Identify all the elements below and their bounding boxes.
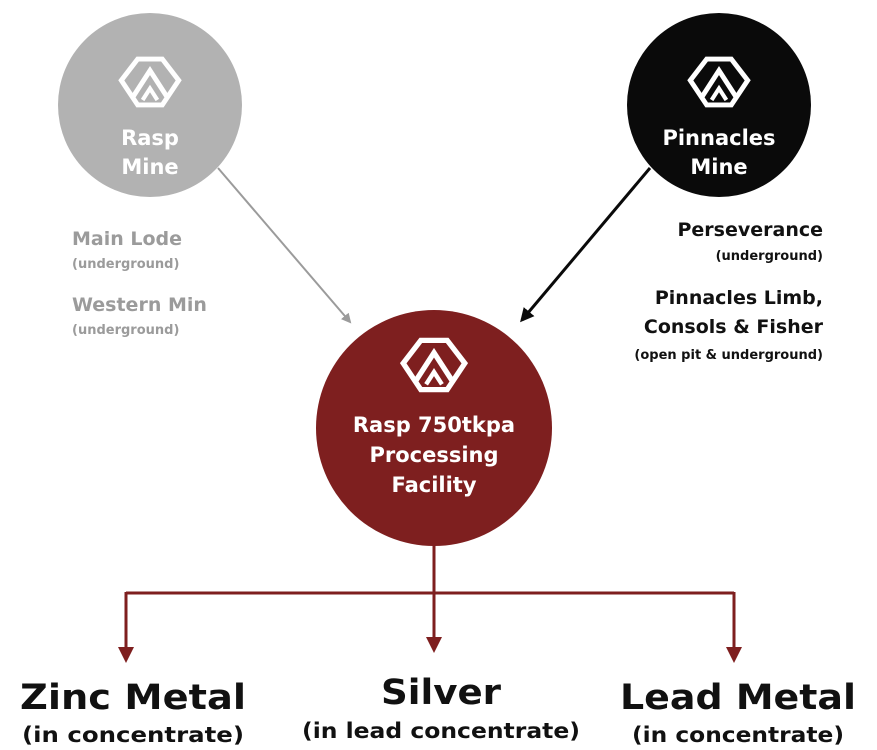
pinnacles-source-name: Consols & Fisher: [644, 316, 824, 338]
rasp-source-name: Main Lode: [72, 228, 182, 250]
rasp-source-name: Western Min: [72, 294, 207, 316]
output-name: Zinc Metal: [20, 678, 246, 718]
output-note: (in concentrate): [632, 723, 844, 747]
rasp-to-facility-arrow: [217, 167, 352, 324]
processing-facility-node: Rasp 750tkpa Processing Facility: [316, 310, 552, 546]
facility-label-line1: Rasp 750tkpa: [353, 413, 515, 437]
output-zinc: Zinc Metal (in concentrate): [20, 678, 246, 747]
pinnacles-source-name: Perseverance: [677, 219, 823, 241]
facility-label-line2: Processing: [369, 443, 498, 467]
pinnacles-to-facility-arrow: [520, 167, 652, 323]
rasp-source-note: (underground): [72, 323, 179, 338]
output-lead: Lead Metal (in concentrate): [620, 678, 856, 747]
rasp-sources: Main Lode (underground) Western Min (und…: [72, 228, 207, 338]
rasp-mine-label-line1: Rasp: [121, 126, 179, 150]
output-note: (in lead concentrate): [302, 719, 580, 743]
pinnacles-mine-node: Pinnacles Mine: [627, 13, 811, 197]
facility-to-outputs-arrows: [118, 528, 742, 663]
pinnacles-source-note: (underground): [716, 249, 823, 264]
output-name: Silver: [381, 673, 502, 713]
output-silver: Silver (in lead concentrate): [302, 673, 580, 743]
pinnacles-sources: Perseverance (underground) Pinnacles Lim…: [634, 219, 823, 363]
pinnacles-source-name: Pinnacles Limb,: [655, 287, 823, 309]
pinnacles-mine-label-line1: Pinnacles: [662, 126, 775, 150]
rasp-mine-node: Rasp Mine: [58, 13, 242, 197]
rasp-mine-label-line2: Mine: [121, 155, 178, 179]
rasp-source-note: (underground): [72, 257, 179, 272]
output-name: Lead Metal: [620, 678, 856, 718]
output-note: (in concentrate): [22, 723, 244, 747]
pinnacles-mine-label-line2: Mine: [690, 155, 747, 179]
facility-label-line3: Facility: [391, 473, 476, 497]
pinnacles-source-note: (open pit & underground): [634, 348, 823, 363]
